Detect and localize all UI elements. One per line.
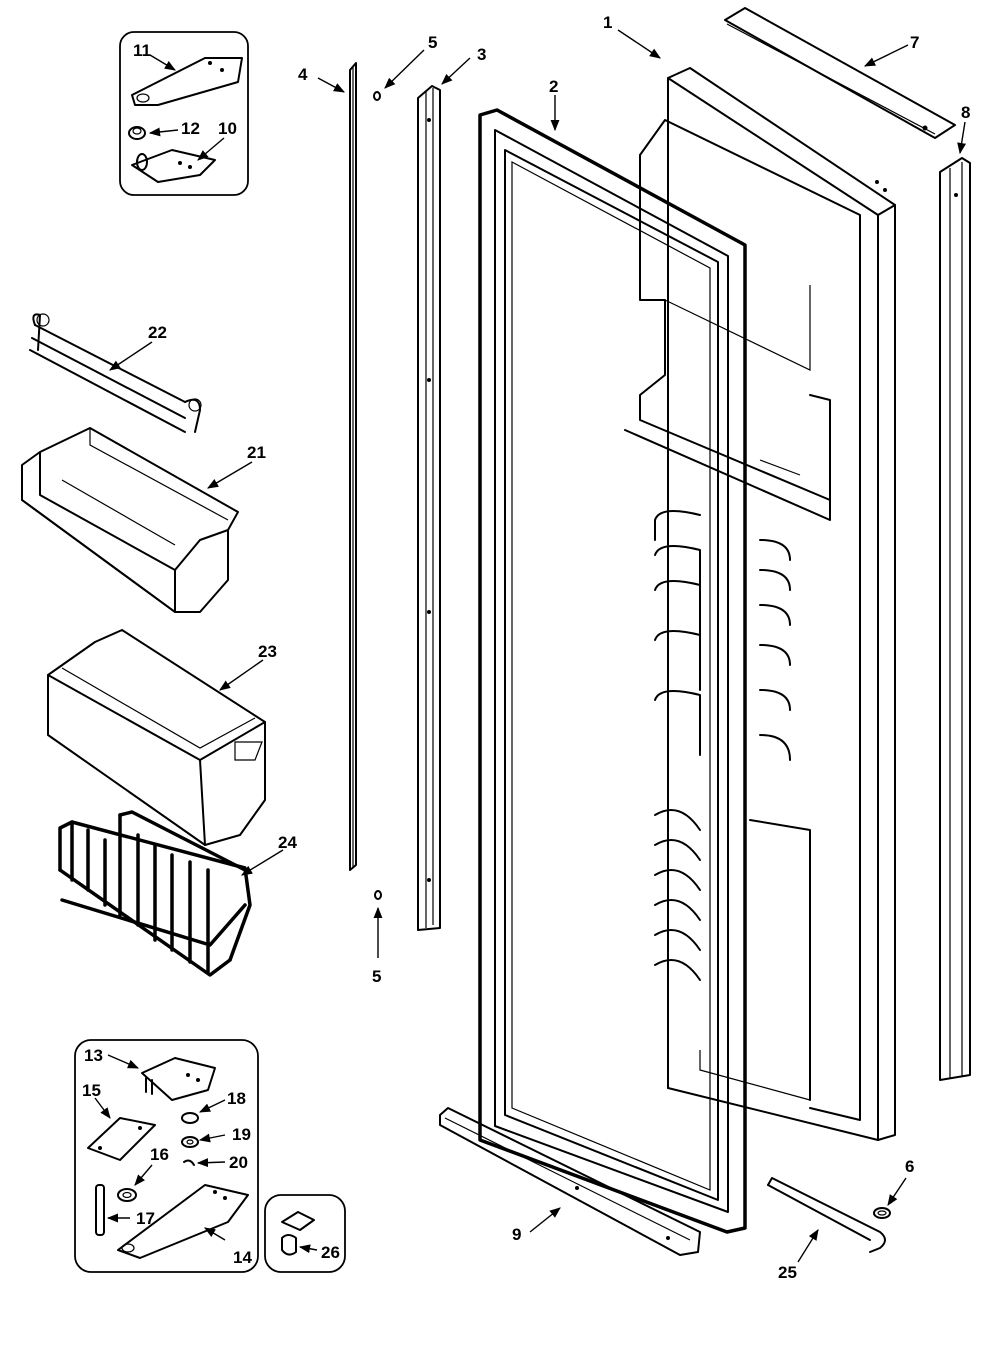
callout-2: 2 bbox=[549, 77, 558, 96]
callout-16: 16 bbox=[150, 1145, 169, 1164]
part-23-small-bin bbox=[47, 629, 266, 846]
part-26-cam bbox=[281, 1211, 315, 1256]
part-2-door-gasket bbox=[478, 108, 747, 1234]
callout-5-top: 5 bbox=[428, 33, 437, 52]
callout-20: 20 bbox=[229, 1153, 248, 1172]
inset-bottom-hinge bbox=[74, 1039, 259, 1273]
part-25-water-tube bbox=[767, 1177, 886, 1253]
callout-4: 4 bbox=[298, 65, 308, 84]
part-1-outer-door-panel bbox=[667, 67, 896, 1141]
callout-3: 3 bbox=[477, 45, 486, 64]
callout-6: 6 bbox=[905, 1157, 914, 1176]
leader-lines bbox=[94, 29, 967, 1263]
part-11-top-hinge-bracket bbox=[131, 57, 243, 106]
part-5-screw-top bbox=[373, 91, 381, 101]
part-20-clip bbox=[183, 1159, 195, 1166]
part-7-top-cap bbox=[724, 7, 956, 139]
part-8-right-side-trim bbox=[939, 157, 971, 1081]
inset-part-26 bbox=[264, 1194, 346, 1273]
callout-5-bottom: 5 bbox=[372, 967, 381, 986]
callout-15: 15 bbox=[82, 1081, 101, 1100]
part-18-washer bbox=[181, 1112, 199, 1124]
part-19-washer bbox=[181, 1136, 199, 1148]
part-3-hinge-side-trim bbox=[417, 85, 441, 931]
callout-14: 14 bbox=[233, 1248, 252, 1267]
callout-25: 25 bbox=[778, 1263, 797, 1282]
part-5-screw-bottom bbox=[374, 890, 382, 900]
callout-19: 19 bbox=[232, 1125, 251, 1144]
part-15-shim-plate bbox=[87, 1117, 156, 1161]
part-9-bottom-trim bbox=[439, 1107, 701, 1256]
callout-8: 8 bbox=[961, 103, 970, 122]
callout-7: 7 bbox=[910, 33, 919, 52]
callout-22: 22 bbox=[148, 323, 167, 342]
part-24-wire-basket bbox=[58, 810, 252, 977]
callout-26: 26 bbox=[321, 1243, 340, 1262]
part-10-hinge-plate bbox=[131, 149, 216, 183]
callout-23: 23 bbox=[258, 642, 277, 661]
callout-17: 17 bbox=[136, 1209, 155, 1228]
callout-10: 10 bbox=[218, 119, 237, 138]
part-17-hinge-pin bbox=[95, 1184, 105, 1236]
part-12-hinge-bushing bbox=[128, 126, 146, 140]
callout-12: 12 bbox=[181, 119, 200, 138]
door-liner bbox=[624, 119, 861, 1121]
part-16-bushing bbox=[117, 1188, 137, 1202]
part-6-ferrule bbox=[873, 1207, 891, 1219]
callout-9: 9 bbox=[512, 1225, 521, 1244]
liner-shelf-ribs bbox=[654, 510, 811, 1101]
callout-11: 11 bbox=[133, 41, 151, 60]
part-13-bottom-hinge-top bbox=[141, 1057, 216, 1101]
part-4-trim-strip bbox=[349, 62, 357, 871]
callout-labels: 1 2 3 4 5 5 6 7 8 9 10 11 12 13 14 15 16… bbox=[82, 13, 970, 1282]
part-22-shelf-bar bbox=[29, 313, 202, 433]
part-14-bottom-hinge bbox=[117, 1184, 249, 1259]
callout-24: 24 bbox=[278, 833, 297, 852]
callout-18: 18 bbox=[227, 1089, 246, 1108]
inset-top-hinge bbox=[119, 31, 249, 196]
callout-13: 13 bbox=[84, 1046, 103, 1065]
part-21-door-bin bbox=[21, 427, 239, 613]
callout-21: 21 bbox=[247, 443, 266, 462]
callout-1: 1 bbox=[603, 13, 612, 32]
